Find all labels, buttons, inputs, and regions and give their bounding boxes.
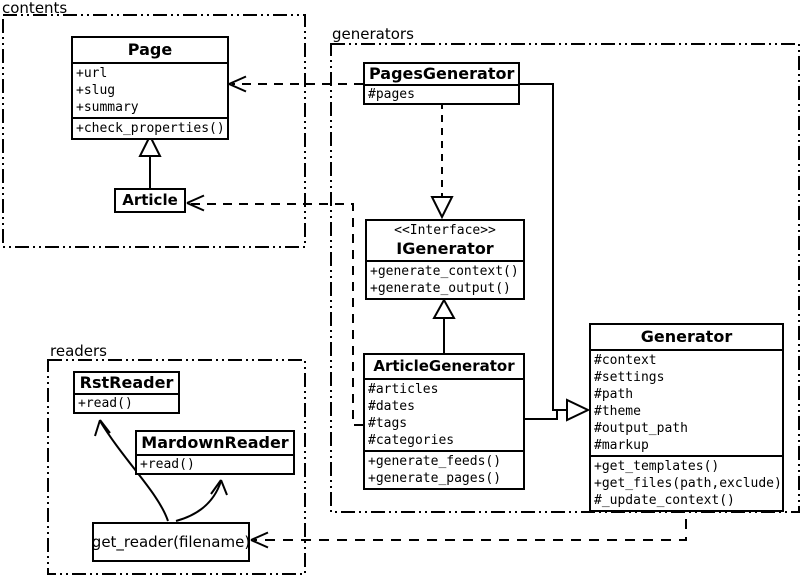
articlegenerator-to-generator-line — [525, 411, 558, 420]
attribute: #articles — [368, 382, 439, 397]
class-igenerator-title: <<Interface>> IGenerator — [367, 221, 523, 260]
contents-package-border — [2, 14, 306, 248]
class-generator: Generator #context #settings #path #them… — [589, 323, 784, 512]
get-reader-label: get_reader(filename) — [91, 533, 251, 551]
class-page-title: Page — [127, 40, 173, 59]
pagesgenerator-to-igenerator-triangle-icon — [430, 196, 454, 220]
class-igenerator-stereotype: <<Interface>> — [394, 223, 496, 238]
class-rstreader-methods: +read() — [75, 393, 178, 412]
class-igenerator-methods: +generate_context() +generate_output() — [367, 260, 523, 298]
pagesgenerator-to-generator-line — [520, 83, 567, 411]
attribute: #categories — [368, 433, 455, 448]
class-article: Article — [114, 188, 186, 213]
articlegenerator-to-article-arrowhead-icon — [186, 194, 205, 212]
pagesgenerator-to-page-arrowhead-icon — [228, 75, 247, 93]
getreader-to-mardownreader-curve — [175, 480, 222, 522]
generators-package-label: generators — [332, 25, 414, 43]
attribute: +summary — [76, 100, 139, 115]
get-reader-function-box: get_reader(filename) — [92, 522, 250, 562]
attribute: #context — [594, 353, 657, 368]
class-pagesgenerator-title: PagesGenerator — [369, 64, 515, 83]
method: +generate_output() — [370, 281, 511, 296]
attribute: #dates — [368, 399, 415, 414]
class-page-attributes: +url +slug +summary — [73, 62, 227, 117]
class-pagesgenerator: PagesGenerator #pages — [363, 62, 520, 105]
generator-inheritance-triangle-icon — [566, 398, 591, 422]
class-articlegenerator-methods: +generate_feeds() +generate_pages() — [365, 450, 523, 488]
attribute: +slug — [76, 83, 116, 98]
class-page: Page +url +slug +summary +check_properti… — [71, 36, 229, 140]
method: +get_templates() — [594, 459, 720, 474]
attribute: #theme — [594, 404, 641, 419]
class-mardownreader-methods: +read() — [137, 454, 293, 473]
method: +generate_pages() — [368, 471, 502, 486]
getreader-to-mardownreader-arrowhead-icon — [210, 479, 228, 496]
generators-package-border — [330, 43, 800, 513]
class-mardownreader-title: MardownReader — [141, 433, 289, 452]
contents-package-label: contents — [2, 0, 68, 17]
attribute: #pages — [368, 87, 415, 102]
class-rstreader: RstReader +read() — [73, 371, 180, 414]
getreader-to-rstreader-curve — [99, 420, 169, 522]
method: +generate_context() — [370, 264, 519, 279]
generator-to-getreader-arrowhead-icon — [250, 531, 269, 549]
method: +read() — [78, 396, 133, 411]
class-pagesgenerator-attributes: #pages — [365, 84, 518, 103]
class-rstreader-title: RstReader — [79, 373, 174, 392]
class-article-title: Article — [122, 191, 178, 209]
class-page-methods: +check_properties() — [73, 117, 227, 138]
articlegenerator-to-article-dashed-line — [190, 203, 363, 426]
class-igenerator-name: IGenerator — [396, 239, 494, 258]
method: #_update_context() — [594, 493, 735, 508]
articlegenerator-to-igenerator-triangle-icon — [432, 297, 456, 319]
class-generator-attributes: #context #settings #path #theme #output_… — [591, 349, 782, 455]
attribute: #path — [594, 387, 634, 402]
method: +check_properties() — [76, 121, 225, 136]
class-articlegenerator: ArticleGenerator #articles #dates #tags … — [363, 353, 525, 490]
attribute: #tags — [368, 416, 408, 431]
class-mardownreader: MardownReader +read() — [135, 430, 295, 475]
attribute: #output_path — [594, 421, 688, 436]
getreader-to-rstreader-arrowhead-icon — [94, 419, 111, 437]
class-articlegenerator-title: ArticleGenerator — [373, 357, 515, 375]
article-to-page-triangle-icon — [138, 133, 162, 157]
readers-package-border — [47, 359, 306, 575]
attribute: #settings — [594, 370, 665, 385]
class-generator-methods: +get_templates() +get_files(path,exclude… — [591, 455, 782, 510]
attribute: +url — [76, 66, 108, 81]
method: +get_files(path,exclude) — [594, 476, 782, 491]
class-igenerator: <<Interface>> IGenerator +generate_conte… — [365, 219, 525, 300]
class-articlegenerator-attributes: #articles #dates #tags #categories — [365, 378, 523, 450]
attribute: #markup — [594, 438, 649, 453]
readers-package-label: readers — [50, 342, 107, 360]
class-generator-title: Generator — [640, 327, 733, 346]
method: +generate_feeds() — [368, 454, 502, 469]
method: +read() — [140, 457, 195, 472]
generator-to-getreader-dashed-line — [254, 501, 687, 541]
